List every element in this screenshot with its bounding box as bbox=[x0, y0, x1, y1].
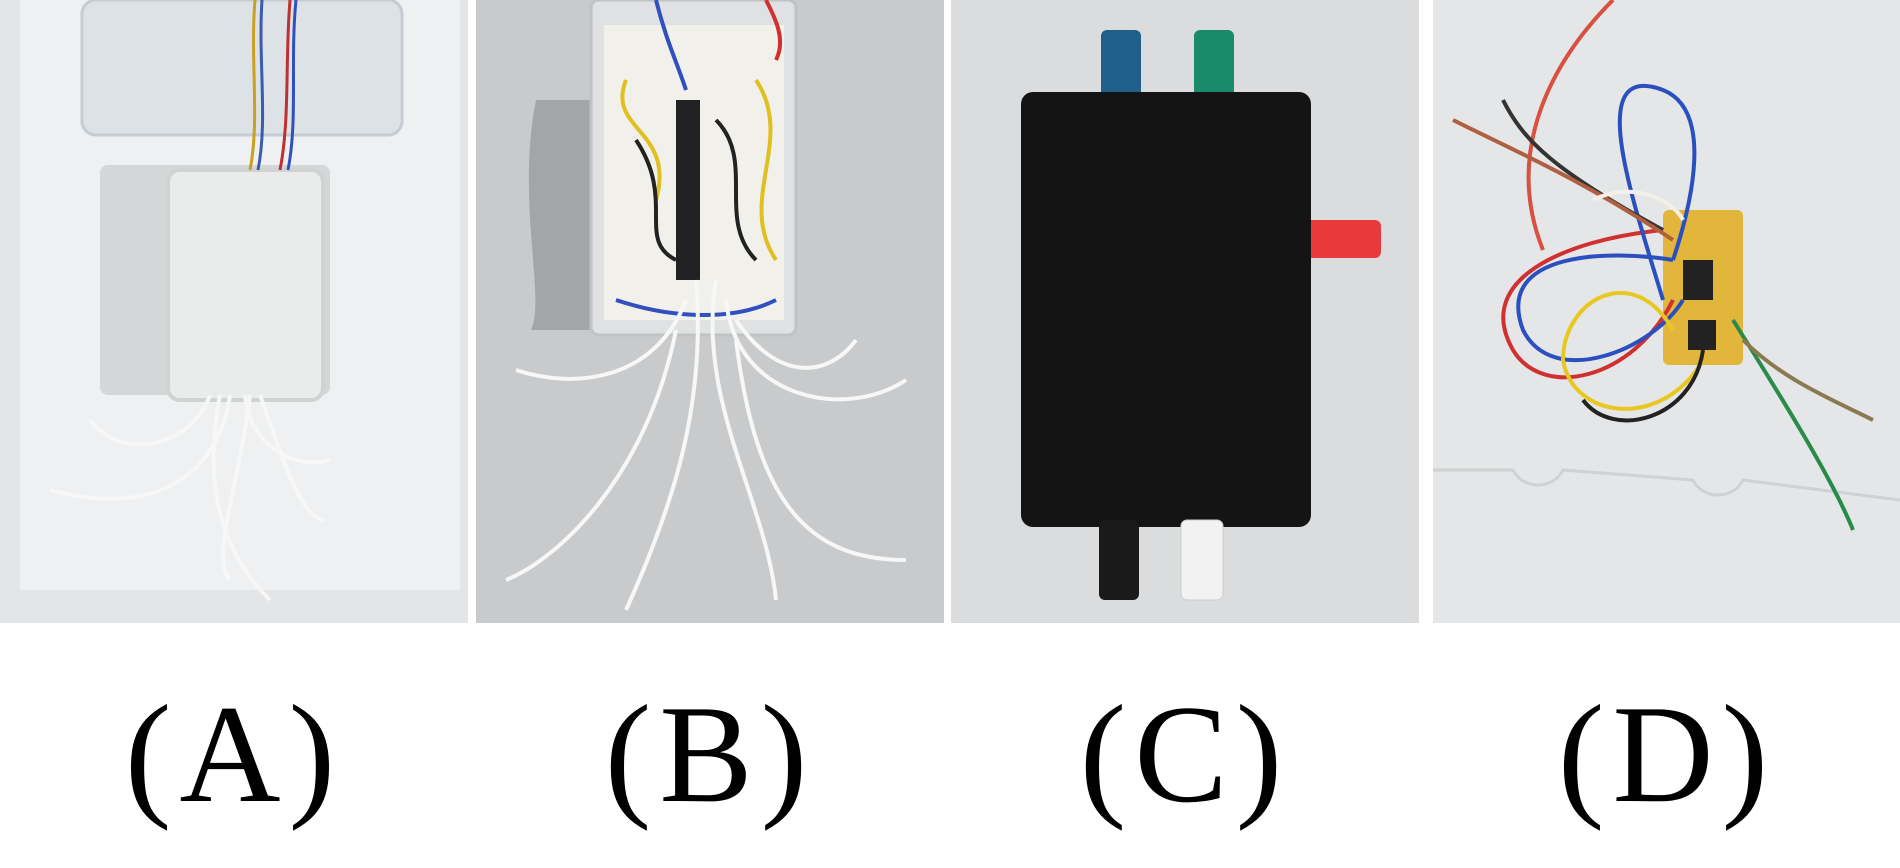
photo-panel-c bbox=[951, 0, 1419, 623]
photo-panel-a bbox=[0, 0, 468, 623]
photo-panel-d bbox=[1433, 0, 1900, 623]
panel-label-b: (B) bbox=[604, 677, 816, 832]
panel-label-a: (A) bbox=[124, 677, 344, 832]
enclosure-photo bbox=[951, 0, 1419, 623]
panel-label-d: (D) bbox=[1557, 677, 1777, 832]
breadboard-circuit-photo bbox=[476, 0, 944, 623]
panel-label-c: (C) bbox=[1079, 677, 1291, 832]
photo-panel-b bbox=[476, 0, 944, 623]
potted-circuit-photo bbox=[0, 0, 468, 623]
perfboard-circuit-photo bbox=[1433, 0, 1900, 623]
